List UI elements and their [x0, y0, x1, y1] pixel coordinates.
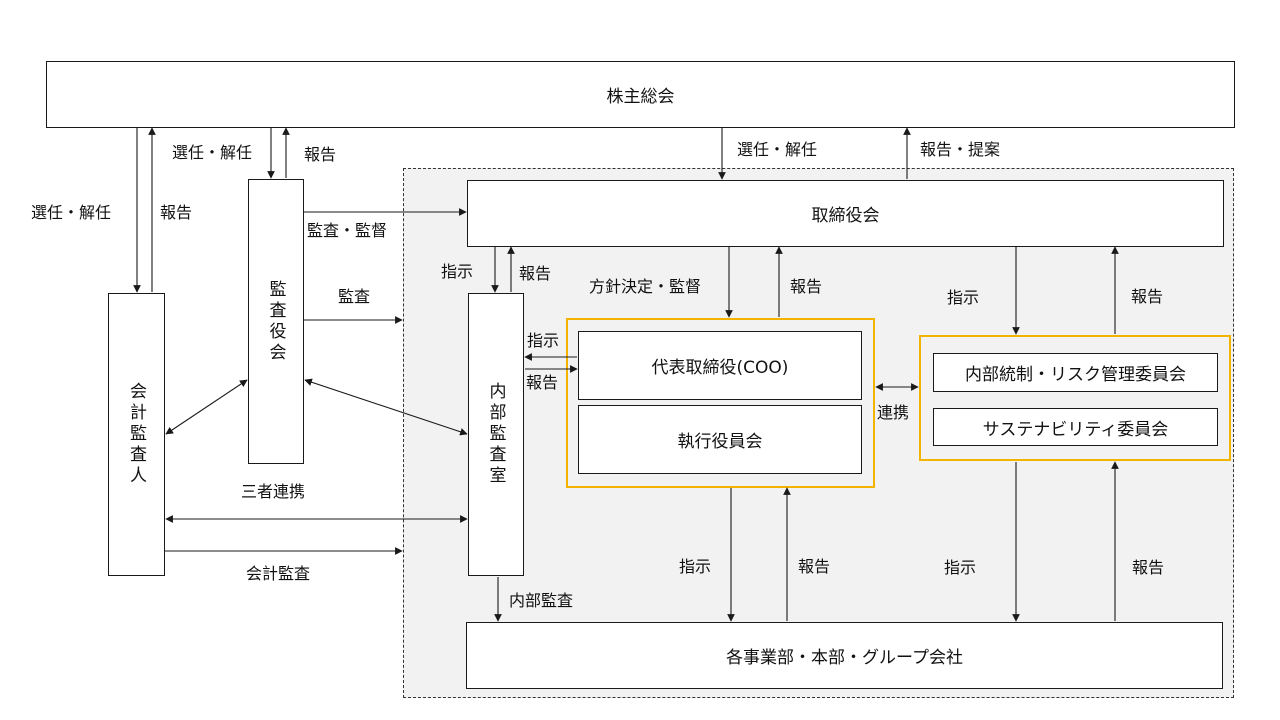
label-report-business-2: 報告 — [1132, 558, 1165, 577]
label-elect-dismiss-board: 選任・解任 — [737, 140, 818, 159]
business-units-label: 各事業部・本部・グループ会社 — [726, 648, 963, 668]
business-units-box: 各事業部・本部・グループ会社 — [466, 622, 1223, 689]
ceo-label: 代表取締役(COO) — [651, 358, 789, 378]
label-elect-dismiss-accounting: 選任・解任 — [31, 203, 112, 222]
executive-group-frame — [566, 318, 875, 488]
internal-audit-box: 内部監査室 — [468, 293, 524, 576]
audit-board-label: 監査役会 — [265, 279, 286, 364]
committee-group-frame — [919, 335, 1231, 461]
label-report-ceo: 報告 — [526, 373, 559, 392]
exec-committee-label: 執行役員会 — [677, 432, 763, 452]
label-accounting-audit: 会計監査 — [246, 564, 311, 583]
accounting-auditor-box: 会計監査人 — [108, 293, 165, 576]
internal-control-label: 内部統制・リスク管理委員会 — [965, 365, 1186, 385]
label-report-propose: 報告・提案 — [920, 140, 1001, 159]
shareholders-box: 株主総会 — [46, 61, 1235, 128]
arrow-audit-internal — [304, 378, 468, 436]
label-audit: 監査 — [338, 287, 371, 306]
arrow-audit-accounting — [165, 379, 248, 435]
label-instruct-business: 指示 — [679, 557, 712, 576]
label-policy-supervise: 方針決定・監督 — [589, 277, 702, 296]
label-report-committee: 報告 — [1131, 287, 1164, 306]
audit-board-box: 監査役会 — [248, 179, 304, 464]
sustainability-label: サステナビリティ委員会 — [982, 419, 1169, 440]
board-box: 取締役会 — [467, 180, 1224, 247]
label-internal-audit: 内部監査 — [509, 591, 574, 610]
label-elect-dismiss-auditboard: 選任・解任 — [172, 143, 253, 162]
label-instruct-ceo: 指示 — [527, 331, 560, 350]
label-report-business: 報告 — [798, 557, 831, 576]
label-three-party: 三者連携 — [241, 482, 306, 501]
label-report-internal: 報告 — [519, 264, 552, 283]
label-report-accounting: 報告 — [160, 203, 193, 222]
accounting-auditor-label: 会計監査人 — [126, 382, 146, 487]
internal-control-box: 内部統制・リスク管理委員会 — [933, 353, 1218, 392]
board-label: 取締役会 — [811, 206, 880, 226]
label-audit-supervise: 監査・監督 — [307, 221, 388, 240]
ceo-box: 代表取締役(COO) — [578, 331, 862, 400]
label-report-auditboard: 報告 — [304, 145, 337, 164]
exec-committee-box: 執行役員会 — [578, 405, 862, 474]
shareholders-label: 株主総会 — [606, 87, 675, 107]
label-report-exec: 報告 — [790, 277, 823, 296]
label-instruct-business-2: 指示 — [944, 558, 977, 577]
internal-audit-label: 内部監査室 — [485, 382, 506, 487]
label-cooperation: 連携 — [877, 403, 910, 422]
label-instruct-committee: 指示 — [947, 288, 980, 307]
sustainability-box: サステナビリティ委員会 — [933, 408, 1218, 446]
label-instruct-internal: 指示 — [441, 262, 474, 281]
